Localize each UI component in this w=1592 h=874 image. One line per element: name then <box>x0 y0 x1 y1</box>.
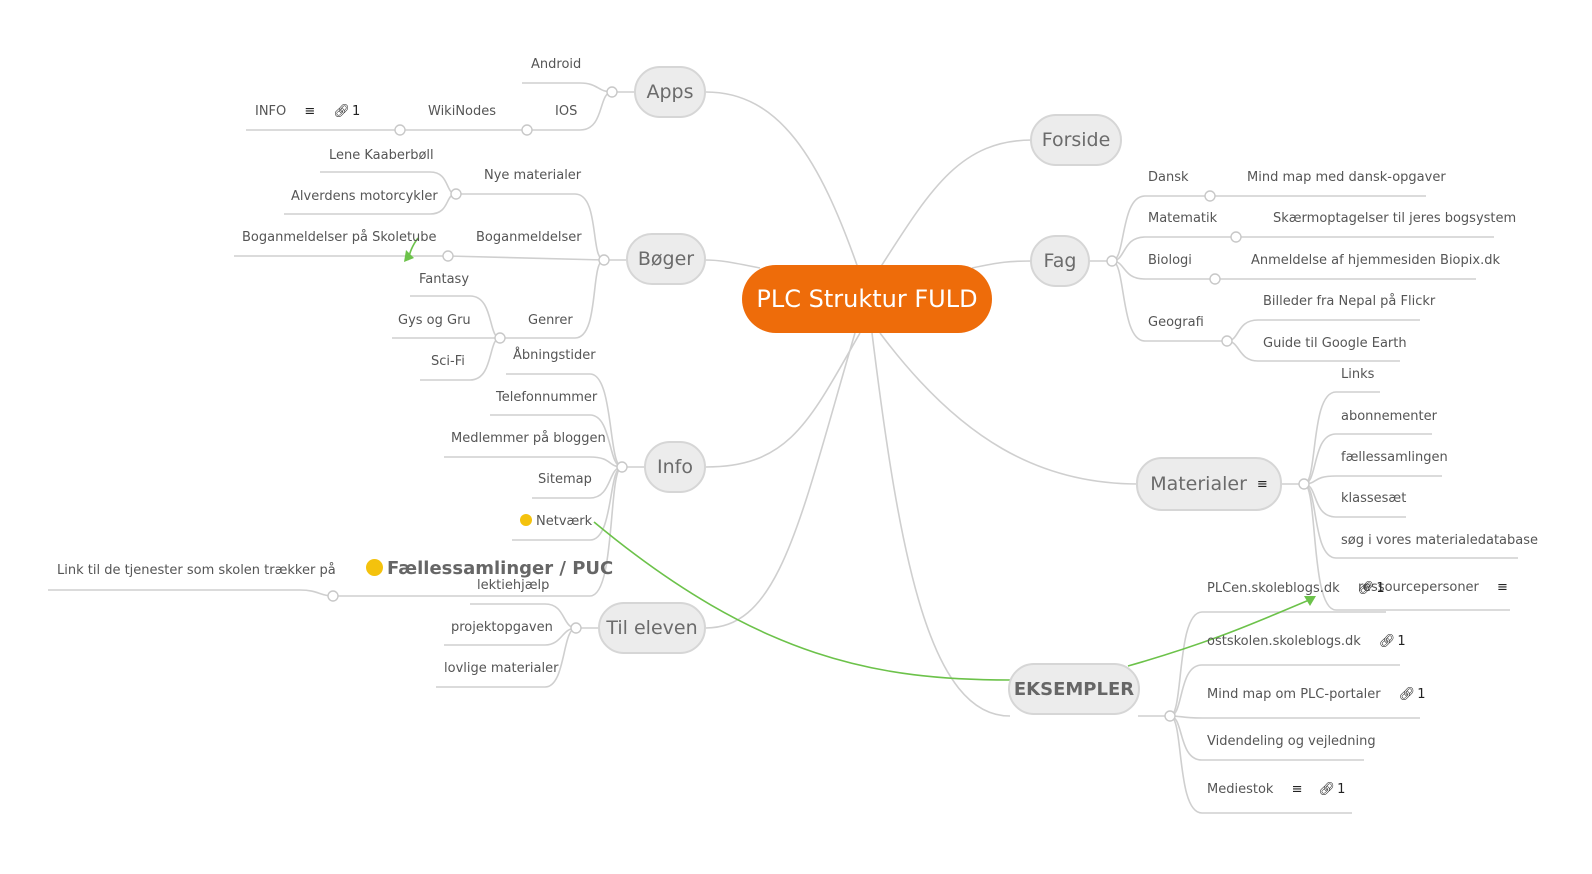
leaf-biologi[interactable]: Biologi <box>1148 253 1192 268</box>
link-icon[interactable]: 🔗︎ <box>1318 782 1336 797</box>
notes-icon[interactable]: ≡ <box>1256 476 1268 492</box>
leaf-genrer[interactable]: Genrer <box>528 313 573 328</box>
topic-apps[interactable]: Apps <box>634 66 706 118</box>
leaf-google-earth[interactable]: Guide til Google Earth <box>1263 336 1407 351</box>
topic-forside[interactable]: Forside <box>1030 114 1122 166</box>
leaf-sitemap[interactable]: Sitemap <box>538 472 592 487</box>
leaf-abonnementer[interactable]: abonnementer <box>1341 409 1437 424</box>
leaf-videndeling[interactable]: Videndeling og vejledning <box>1207 734 1376 749</box>
leaf-skaermoptagelser[interactable]: Skærmoptagelser til jeres bogsystem <box>1273 211 1517 226</box>
link-count: 1 <box>1417 687 1426 702</box>
leaf-links[interactable]: Links <box>1341 367 1375 382</box>
leaf-faellessamlinger[interactable]: Fællessamlinger / PUC <box>366 558 613 579</box>
leaf-dansk[interactable]: Dansk <box>1148 170 1189 185</box>
leaf-boganmeldelser[interactable]: Boganmeldelser <box>476 230 582 245</box>
leaf-android[interactable]: Android <box>531 57 582 72</box>
link-icon[interactable]: 🔗︎ <box>1378 634 1396 649</box>
leaf-netvaerk-label: Netværk <box>536 514 593 529</box>
leaf-nye-materialer[interactable]: Nye materialer <box>484 168 582 183</box>
leaf-sci-fi[interactable]: Sci-Fi <box>431 354 465 369</box>
root-topic-label: PLC Struktur FULD <box>756 285 978 313</box>
leaf-link-tjenester[interactable]: Link til de tjenester som skolen trækker… <box>57 563 336 578</box>
emoji-face-icon <box>520 514 532 526</box>
leaf-mindmap-plc[interactable]: Mind map om PLC-portaler 🔗︎1 <box>1207 687 1426 702</box>
leaf-faellessamlingen[interactable]: fællessamlingen <box>1341 450 1448 465</box>
leaf-sog-materialedatabase[interactable]: søg i vores materialedatabase <box>1341 533 1538 548</box>
link-icon[interactable]: 🔗︎ <box>333 104 350 119</box>
topic-info[interactable]: Info <box>644 441 706 493</box>
leaf-dansk-mindmap[interactable]: Mind map med dansk-opgaver <box>1247 170 1446 185</box>
topic-til-eleven[interactable]: Til eleven <box>598 602 706 654</box>
link-icon[interactable]: 🔗︎ <box>1357 581 1375 596</box>
root-topic[interactable]: PLC Struktur FULD <box>742 265 992 333</box>
link-count: 1 <box>351 104 361 119</box>
topic-eksempler[interactable]: EKSEMPLER <box>1008 663 1140 715</box>
leaf-mindmap-plc-label: Mind map om PLC-portaler <box>1207 687 1381 702</box>
topic-fag[interactable]: Fag <box>1030 235 1090 287</box>
leaf-mediestok-label: Mediestok <box>1207 782 1274 797</box>
leaf-gys-og-gru[interactable]: Gys og Gru <box>398 313 471 328</box>
notes-icon[interactable]: ≡ <box>304 104 316 119</box>
leaf-abningstider[interactable]: Åbningstider <box>513 348 596 363</box>
leaf-projektopgaven[interactable]: projektopgaven <box>451 620 553 635</box>
leaf-medlemmer[interactable]: Medlemmer på bloggen <box>451 431 606 446</box>
leaf-netvaerk[interactable]: Netværk <box>520 514 592 529</box>
leaf-nepal-flickr[interactable]: Billeder fra Nepal på Flickr <box>1263 294 1436 309</box>
leaf-lektiehjaelp[interactable]: lektiehjælp <box>477 578 550 593</box>
leaf-info[interactable]: INFO ≡ 🔗︎1 <box>255 104 360 119</box>
leaf-plcen-label: PLCen.skoleblogs.dk <box>1207 581 1340 596</box>
topic-forside-label: Forside <box>1041 129 1111 151</box>
leaf-ostskolen-label: ostskolen.skoleblogs.dk <box>1207 634 1361 649</box>
emoji-face-icon <box>366 559 383 576</box>
topic-eksempler-label: EKSEMPLER <box>1013 678 1135 700</box>
leaf-boganmeldelser-skoletube[interactable]: Boganmeldelser på Skoletube <box>242 230 437 245</box>
topic-til-eleven-label: Til eleven <box>606 617 698 639</box>
notes-icon[interactable]: ≡ <box>1291 782 1303 797</box>
leaf-ressourcepersoner-label: ressourcepersoner <box>1358 580 1479 595</box>
link-count: 1 <box>1376 581 1385 596</box>
leaf-matematik[interactable]: Matematik <box>1148 211 1218 226</box>
leaf-fantasy[interactable]: Fantasy <box>419 272 470 287</box>
leaf-telefonnummer[interactable]: Telefonnummer <box>496 390 598 405</box>
leaf-ressourcepersoner[interactable]: ressourcepersoner ≡ <box>1358 580 1508 595</box>
leaf-lene-kaaberboll[interactable]: Lene Kaaberbøll <box>329 148 434 163</box>
leaf-klassesaet[interactable]: klassesæt <box>1341 491 1407 506</box>
topic-materialer-label: Materialer <box>1150 473 1247 495</box>
notes-icon[interactable]: ≡ <box>1497 580 1508 595</box>
leaf-biopix[interactable]: Anmeldelse af hjemmesiden Biopix.dk <box>1251 253 1500 268</box>
link-count: 1 <box>1397 634 1406 649</box>
topic-materialer[interactable]: Materialer ≡ <box>1136 457 1282 511</box>
topic-info-label: Info <box>657 456 693 478</box>
link-count: 1 <box>1337 782 1346 797</box>
topic-apps-label: Apps <box>646 81 694 103</box>
leaf-ios[interactable]: IOS <box>555 104 578 119</box>
leaf-geografi[interactable]: Geografi <box>1148 315 1204 330</box>
leaf-faellessamlinger-label: Fællessamlinger / PUC <box>387 558 614 579</box>
topic-fag-label: Fag <box>1043 250 1077 272</box>
leaf-wikinodes[interactable]: WikiNodes <box>428 104 497 119</box>
link-icon[interactable]: 🔗︎ <box>1398 687 1416 702</box>
topic-boger-label: Bøger <box>637 248 695 270</box>
leaf-ostskolen[interactable]: ostskolen.skoleblogs.dk 🔗︎1 <box>1207 634 1406 649</box>
leaf-mediestok[interactable]: Mediestok ≡ 🔗︎1 <box>1207 782 1345 797</box>
leaf-info-label: INFO <box>255 104 287 119</box>
leaf-lovlige-materialer[interactable]: lovlige materialer <box>444 661 559 676</box>
topic-boger[interactable]: Bøger <box>626 233 706 285</box>
leaf-plcen[interactable]: PLCen.skoleblogs.dk 🔗︎1 <box>1207 581 1385 596</box>
leaf-alverdens-motorcykler[interactable]: Alverdens motorcykler <box>291 189 438 204</box>
